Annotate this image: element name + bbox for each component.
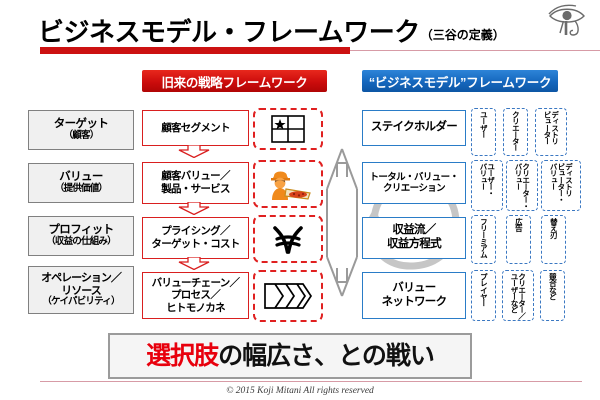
bottom-message-box: 選択肢の幅広さ、との戦い — [108, 333, 472, 379]
yen-symbol-icon — [273, 226, 303, 254]
title-underline-rule — [350, 50, 600, 52]
box-line: 収益方程式 — [387, 238, 442, 250]
page-title: ビジネスモデル・フレームワーク （三谷の定義） — [38, 5, 558, 45]
down-arrow-icon — [178, 202, 210, 215]
tag-text: ユーザーなど — [510, 273, 519, 313]
four-quadrant-matrix-icon — [271, 115, 305, 143]
tag-box-r1c1: ユーザー — [471, 108, 496, 156]
left-label-line1: プロフィット — [48, 223, 114, 236]
new-framework-box-3: 収益流／ 収益方程式 — [362, 217, 466, 259]
down-arrow-icon — [178, 257, 210, 270]
tag-text: ユーザー・ — [486, 163, 496, 197]
bottom-message-text: 選択肢の幅広さ、との戦い — [146, 341, 435, 370]
box-line: 収益流／ — [392, 224, 436, 237]
old-framework-box-3: プライシング／ ターゲット・コスト — [142, 217, 249, 259]
tag-text: フリーミアム — [479, 218, 489, 258]
box-line: バリューチェーン／ — [151, 276, 240, 289]
bottom-message-highlight: 選択肢 — [146, 341, 219, 370]
left-label-line1: ターゲット — [53, 117, 109, 130]
tag-text: バリュー — [549, 163, 559, 190]
tag-text: ビューター — [543, 111, 552, 145]
box-line: バリュー — [392, 281, 436, 294]
left-label-value: バリュー （提供価値） — [28, 163, 134, 203]
old-framework-box-1: 顧客セグメント — [142, 110, 249, 146]
tag-box-r4c2: クリエーター／ ユーザーなど — [502, 270, 534, 321]
copyright-text: © 2015 Koji Mitani All rights reserved — [226, 386, 374, 396]
box-line: トータル・バリュー・ — [369, 171, 459, 183]
old-framework-icon-box-3 — [253, 215, 323, 263]
box-line: ステイクホルダー — [370, 121, 458, 134]
bottom-message-rest: の幅広さ、との戦い — [218, 341, 435, 370]
box-line: クリエーション — [382, 183, 446, 194]
old-framework-banner: 旧来の戦略フレームワーク — [142, 70, 327, 92]
old-framework-box-2: 顧客バリュー／ 製品・サービス — [142, 162, 249, 204]
bidirectional-arrow-icon — [326, 148, 358, 297]
left-label-line2: （提供価値） — [54, 183, 108, 195]
box-line: 顧客バリュー／ — [161, 170, 230, 183]
new-framework-banner: “ビジネスモデル”フレームワーク — [362, 70, 558, 92]
tag-text: ユーザー — [479, 111, 489, 138]
left-label-line2: （顧客） — [63, 130, 100, 142]
new-framework-box-4: バリュー ネットワーク — [362, 272, 466, 319]
box-line: プロセス／ — [171, 289, 221, 302]
left-label-operation: オペレーション／ リソース （ケイパビリティ） — [28, 266, 134, 314]
tag-text: 広告 — [514, 218, 524, 232]
tag-box-r4c3: 競合など — [540, 270, 565, 321]
tag-text: バリュー — [514, 163, 523, 190]
tag-box-r2c2: クリエーター・ バリュー — [506, 160, 538, 211]
old-framework-icon-box-2 — [253, 160, 323, 208]
tag-text: クリエーター／ — [517, 273, 527, 320]
old-framework-box-4: バリューチェーン／ プロセス／ ヒトモノカネ — [142, 272, 249, 319]
left-label-line1: バリュー — [59, 170, 103, 183]
title-sub-text: （三谷の定義） — [420, 28, 505, 42]
title-underline-bar — [40, 47, 350, 54]
new-framework-box-2: トータル・バリュー・ クリエーション — [362, 162, 466, 204]
tag-text: バリュー — [479, 163, 488, 190]
tag-box-r3c3: 替え刃 — [541, 215, 566, 264]
title-main-text: ビジネスモデル・フレームワーク — [38, 17, 420, 47]
left-label-profit: プロフィット （収益の仕組み） — [28, 216, 134, 256]
old-framework-icon-box-1 — [253, 108, 323, 150]
old-framework-icon-box-4 — [253, 270, 323, 322]
eye-of-horus-icon — [548, 4, 585, 36]
down-arrow-icon — [178, 145, 210, 158]
box-line: プライシング／ — [161, 225, 230, 238]
tag-box-r1c2: クリエーター — [503, 108, 528, 156]
tag-text: 替え刃 — [549, 218, 559, 238]
tag-text: プレイヤー — [479, 273, 489, 307]
value-chain-arrows-icon — [264, 283, 313, 309]
tag-box-r2c1: ユーザー・ バリュー — [471, 160, 503, 211]
box-line: 顧客セグメント — [161, 121, 230, 134]
new-framework-box-1: ステイクホルダー — [362, 110, 466, 146]
tag-box-r3c1: フリーミアム — [471, 215, 496, 264]
left-label-line2: （収益の仕組み） — [46, 236, 116, 248]
pizza-delivery-icon — [271, 171, 311, 200]
left-label-line1b: リソース — [61, 284, 101, 297]
left-label-target: ターゲット （顧客） — [28, 110, 134, 150]
tag-text: ディストリ — [550, 111, 560, 145]
tag-text: クリエーター・ — [521, 163, 531, 210]
box-line: ネットワーク — [381, 295, 448, 308]
tag-box-r4c1: プレイヤー — [471, 270, 496, 321]
tag-box-r3c2: 広告 — [506, 215, 531, 264]
box-line: ターゲット・コスト — [151, 238, 240, 250]
box-line: 製品・サービス — [161, 183, 230, 195]
tag-text: クリエーター — [511, 111, 521, 151]
left-label-line2: （ケイパビリティ） — [42, 296, 120, 308]
left-label-line1: オペレーション／ — [41, 271, 122, 284]
tag-box-r2c3: ディストリ ビューター・ バリュー — [541, 160, 581, 211]
tag-box-r1c3: ディストリ ビューター — [535, 108, 567, 156]
tag-text: ディストリ — [564, 163, 574, 197]
box-line: ヒトモノカネ — [166, 301, 226, 314]
tag-text: ビューター・ — [556, 163, 566, 203]
tag-text: 競合など — [548, 273, 558, 300]
footer-rule — [40, 381, 582, 383]
